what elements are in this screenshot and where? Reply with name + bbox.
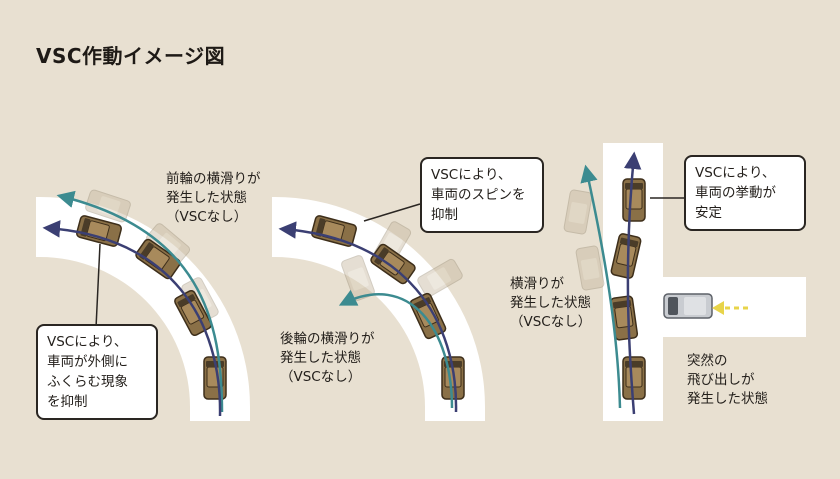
car	[622, 178, 646, 222]
panel3-skid-label: 横滑りが 発生した状態 （VSCなし）	[510, 276, 592, 330]
leader-line	[363, 203, 421, 222]
car	[622, 356, 646, 400]
vsc-path	[623, 151, 642, 415]
panel3-obstacle-label: 突然の 飛び出しが 発生した状態	[687, 353, 768, 407]
road-panel2	[272, 197, 485, 421]
skid-path	[56, 190, 224, 413]
panel2-skid-label: 後輪の横滑りが 発生した状態 （VSCなし）	[280, 331, 375, 385]
panel2-callout: VSCにより、 車両のスピンを 抑制	[420, 157, 544, 233]
skid-path	[338, 289, 454, 409]
leader-line	[95, 243, 101, 329]
panel1-skid-label: 前輪の横滑りが 発生した状態 （VSCなし）	[166, 171, 261, 225]
ghost-car	[563, 188, 593, 236]
road-panel1	[36, 197, 250, 421]
page-title: VSC作動イメージ図	[36, 44, 226, 68]
obstacle-car	[663, 293, 713, 319]
skid-path	[580, 164, 622, 409]
vsc-path	[278, 221, 458, 413]
panel1-callout: VSCにより、 車両が外側に ふくらむ現象 を抑制	[36, 324, 158, 420]
vsc-path	[42, 220, 222, 417]
obstacle-arrowhead	[712, 301, 724, 315]
panel3-callout: VSCにより、 車両の挙動が 安定	[684, 155, 806, 231]
